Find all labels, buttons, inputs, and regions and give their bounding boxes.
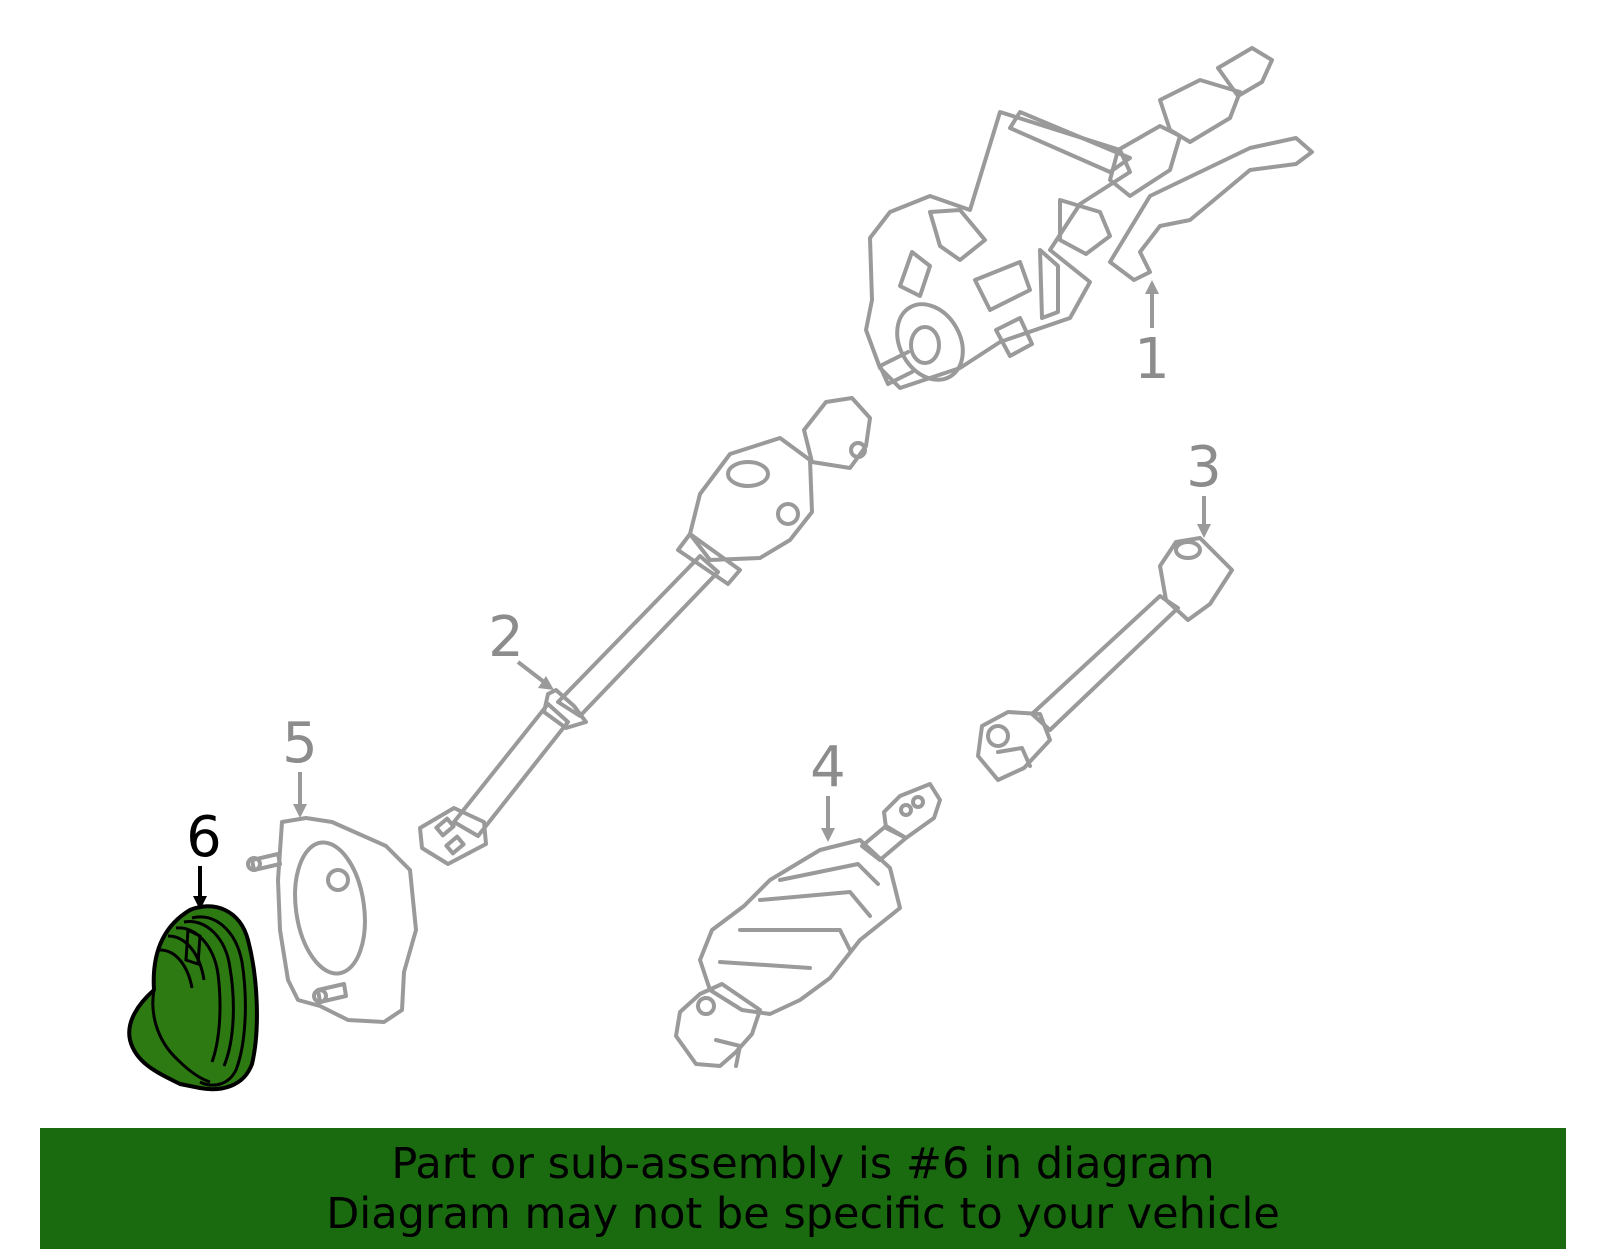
callout-3: 3 — [1186, 435, 1222, 538]
callout-label-5: 5 — [282, 711, 318, 776]
callout-label-6: 6 — [186, 805, 222, 870]
callout-label-1: 1 — [1134, 327, 1170, 392]
part-1-steering-column — [864, 46, 1314, 390]
part-3-lower-shaft — [976, 536, 1234, 782]
callout-label-3: 3 — [1186, 435, 1222, 500]
callout-5: 5 — [282, 711, 318, 818]
callout-1: 1 — [1134, 280, 1170, 392]
callout-2: 2 — [488, 605, 554, 690]
callout-label-4: 4 — [810, 735, 846, 800]
callout-4: 4 — [810, 735, 846, 842]
part-2-intermediate-shaft — [418, 396, 872, 866]
info-banner: Part or sub-assembly is #6 in diagram Di… — [40, 1128, 1566, 1249]
callout-label-2: 2 — [488, 605, 524, 670]
callout-6: 6 — [186, 805, 222, 910]
banner-line-2: Diagram may not be specific to your vehi… — [326, 1188, 1280, 1239]
part-5-mounting-plate — [246, 816, 418, 1024]
part-6-steering-column-seal — [127, 904, 259, 1092]
banner-line-1: Part or sub-assembly is #6 in diagram — [391, 1138, 1215, 1189]
part-4-joint-boot — [674, 782, 942, 1068]
